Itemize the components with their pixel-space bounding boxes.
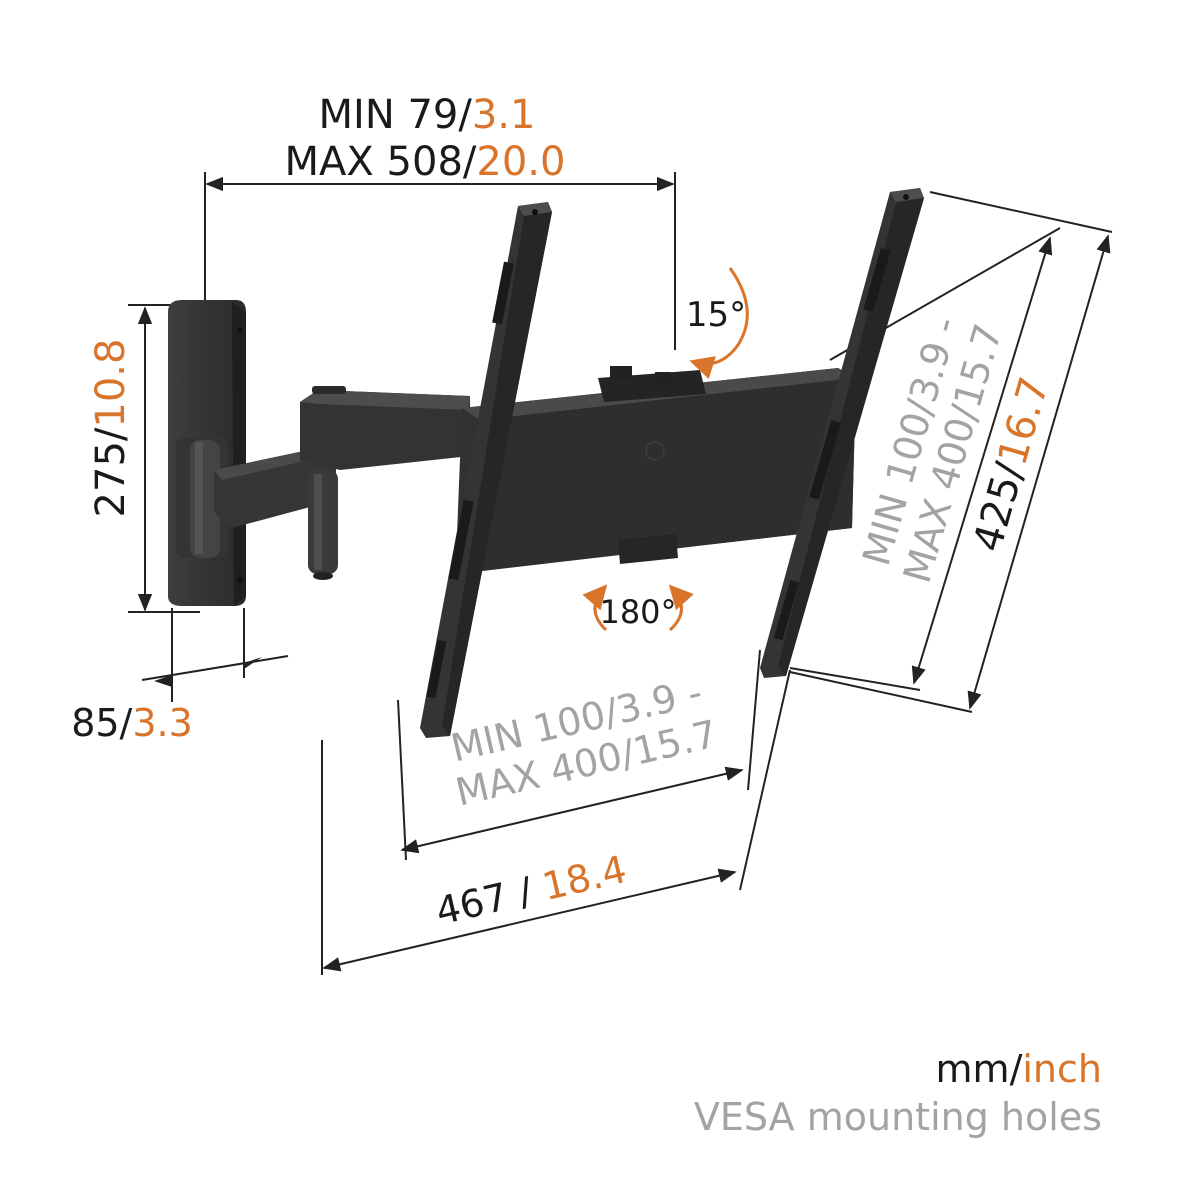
tilt-angle-label: 15° (686, 295, 746, 335)
units-legend: mm/inch (936, 1047, 1102, 1091)
rotate-arrows-icon (582, 584, 694, 632)
bracket-width-dimension-line (322, 868, 737, 972)
wall-plate-height-label: 275/10.8 (88, 339, 134, 518)
wall-plate-depth-dimension-line (141, 655, 289, 681)
upper-arm (300, 386, 470, 470)
arm-extension-max-label: MAX 508/20.0 (285, 139, 566, 185)
vesa-horizontal-dimension-line (400, 766, 744, 854)
dimension-lines (128, 172, 1113, 975)
vesa-horizontal-label: MIN 100/3.9 - MAX 400/15.7 (447, 670, 722, 815)
arm-extension-min-label: MIN 79/3.1 (319, 92, 536, 138)
wall-plate-depth-label: 85/3.3 (71, 701, 193, 745)
tv-wall-mount (168, 188, 924, 738)
lower-arm (214, 448, 338, 580)
tilt-arrow-icon (689, 267, 749, 380)
tv-plate (456, 366, 856, 572)
left-vertical-rail (420, 202, 552, 738)
wall-hinge (176, 438, 228, 558)
bracket-height-dimension-line (967, 234, 1111, 710)
right-vertical-rail (760, 188, 924, 678)
rotation-angle-label: 180° (599, 593, 676, 631)
vesa-legend: VESA mounting holes (694, 1095, 1102, 1139)
